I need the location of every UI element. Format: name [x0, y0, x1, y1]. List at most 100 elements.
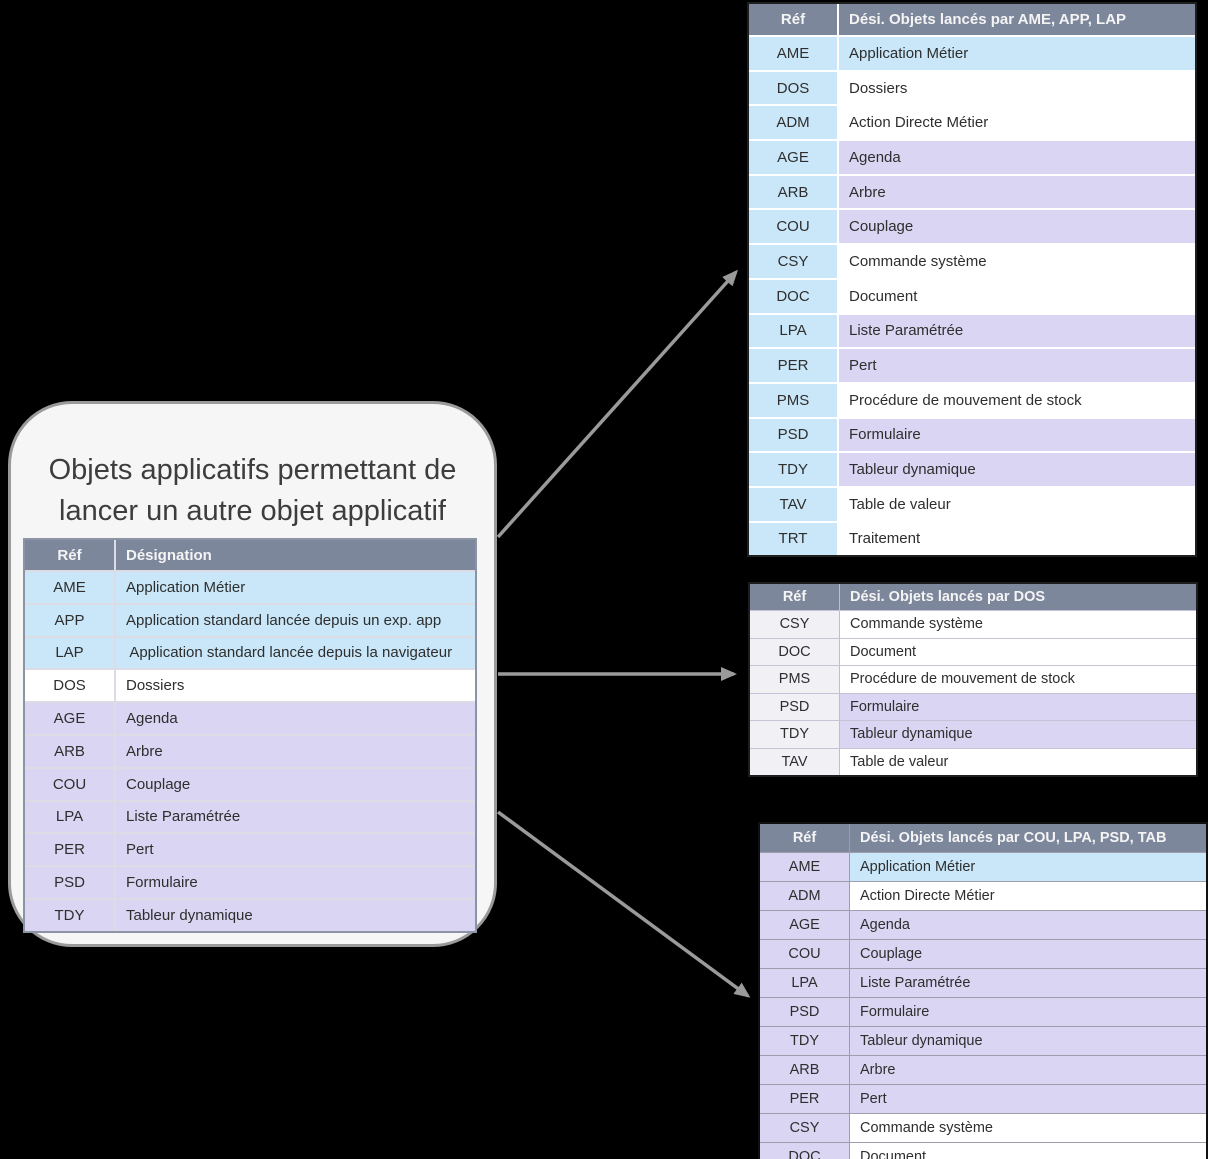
row-label: Pert: [116, 834, 475, 866]
row-ref: AGE: [749, 141, 839, 174]
row-label: Formulaire: [839, 418, 1195, 452]
arrow-to-table-cou: [496, 810, 751, 998]
row-label: Agenda: [839, 141, 1195, 174]
row-ref: AGE: [760, 911, 850, 939]
row-ref: CSY: [760, 1114, 850, 1142]
row-label: Commande système: [850, 1114, 1206, 1142]
row-ref: PSD: [749, 418, 839, 452]
row-ref: COU: [25, 768, 116, 800]
row-label: Dossiers: [116, 670, 475, 702]
table-header-row: Réf Désignation: [25, 540, 475, 572]
row-label: Formulaire: [840, 693, 1196, 720]
row-ref: LAP: [25, 637, 116, 669]
row-ref: ARB: [749, 175, 839, 209]
row-ref: TDY: [750, 721, 840, 748]
header-ref: Réf: [749, 4, 839, 35]
row-ref: ADM: [760, 882, 850, 910]
arrow-to-table-ame: [496, 269, 739, 539]
row-ref: AME: [749, 37, 839, 70]
row-label: Pert: [839, 349, 1195, 382]
row-label: Application Métier: [116, 572, 475, 603]
row-ref: DOC: [750, 638, 840, 665]
row-ref: PSD: [750, 693, 840, 720]
row-label: Pert: [850, 1085, 1206, 1113]
table-launched-by-cou-lpa-psd-tab: Réf Dési. Objets lancés par COU, LPA, PS…: [758, 822, 1208, 1159]
header-ref: Réf: [760, 824, 850, 852]
row-ref: TDY: [749, 453, 839, 486]
row-label: Formulaire: [850, 998, 1206, 1026]
row-ref: LPA: [749, 314, 839, 348]
row-ref: PSD: [25, 867, 116, 898]
row-label: Dossiers: [839, 71, 1195, 105]
row-ref: ARB: [25, 735, 116, 767]
row-ref: CSY: [750, 611, 840, 638]
row-ref: LPA: [25, 801, 116, 833]
row-label: Couplage: [850, 940, 1206, 968]
row-label: Formulaire: [116, 867, 475, 898]
title-line-1: Objets applicatifs permettant de: [48, 454, 457, 486]
row-label: Agenda: [116, 703, 475, 734]
row-ref: DOS: [25, 670, 116, 702]
row-ref: CSY: [749, 245, 839, 278]
row-label: Tableur dynamique: [116, 899, 475, 931]
row-label: Commande système: [840, 611, 1196, 638]
row-label: Liste Paramétrée: [839, 314, 1195, 348]
row-ref: PER: [749, 349, 839, 382]
row-ref: TAV: [749, 487, 839, 521]
row-label: Document: [840, 638, 1196, 665]
row-label: Tableur dynamique: [839, 453, 1195, 486]
table-launched-by-ame-app-lap: Réf Dési. Objets lancés par AME, APP, LA…: [747, 2, 1197, 558]
header-designation: Dési. Objets lancés par COU, LPA, PSD, T…: [860, 830, 1167, 846]
row-label: Procédure de mouvement de stock: [839, 383, 1195, 417]
header-designation: Dési. Objets lancés par DOS: [850, 589, 1046, 605]
row-ref: ADM: [749, 106, 839, 140]
row-ref: PER: [760, 1085, 850, 1113]
row-ref: TDY: [760, 1027, 850, 1055]
row-label: Couplage: [839, 210, 1195, 244]
row-ref: AME: [25, 572, 116, 603]
row-ref: DOC: [749, 279, 839, 313]
row-label: Application standard lancée depuis un ex…: [116, 604, 475, 636]
row-label: Commande système: [839, 245, 1195, 278]
row-ref: APP: [25, 604, 116, 636]
table-header-row: Réf Dési. Objets lancés par AME, APP, LA…: [749, 4, 1195, 37]
row-label: Tableur dynamique: [850, 1027, 1206, 1055]
row-ref: COU: [760, 940, 850, 968]
row-label: Traitement: [839, 522, 1195, 556]
